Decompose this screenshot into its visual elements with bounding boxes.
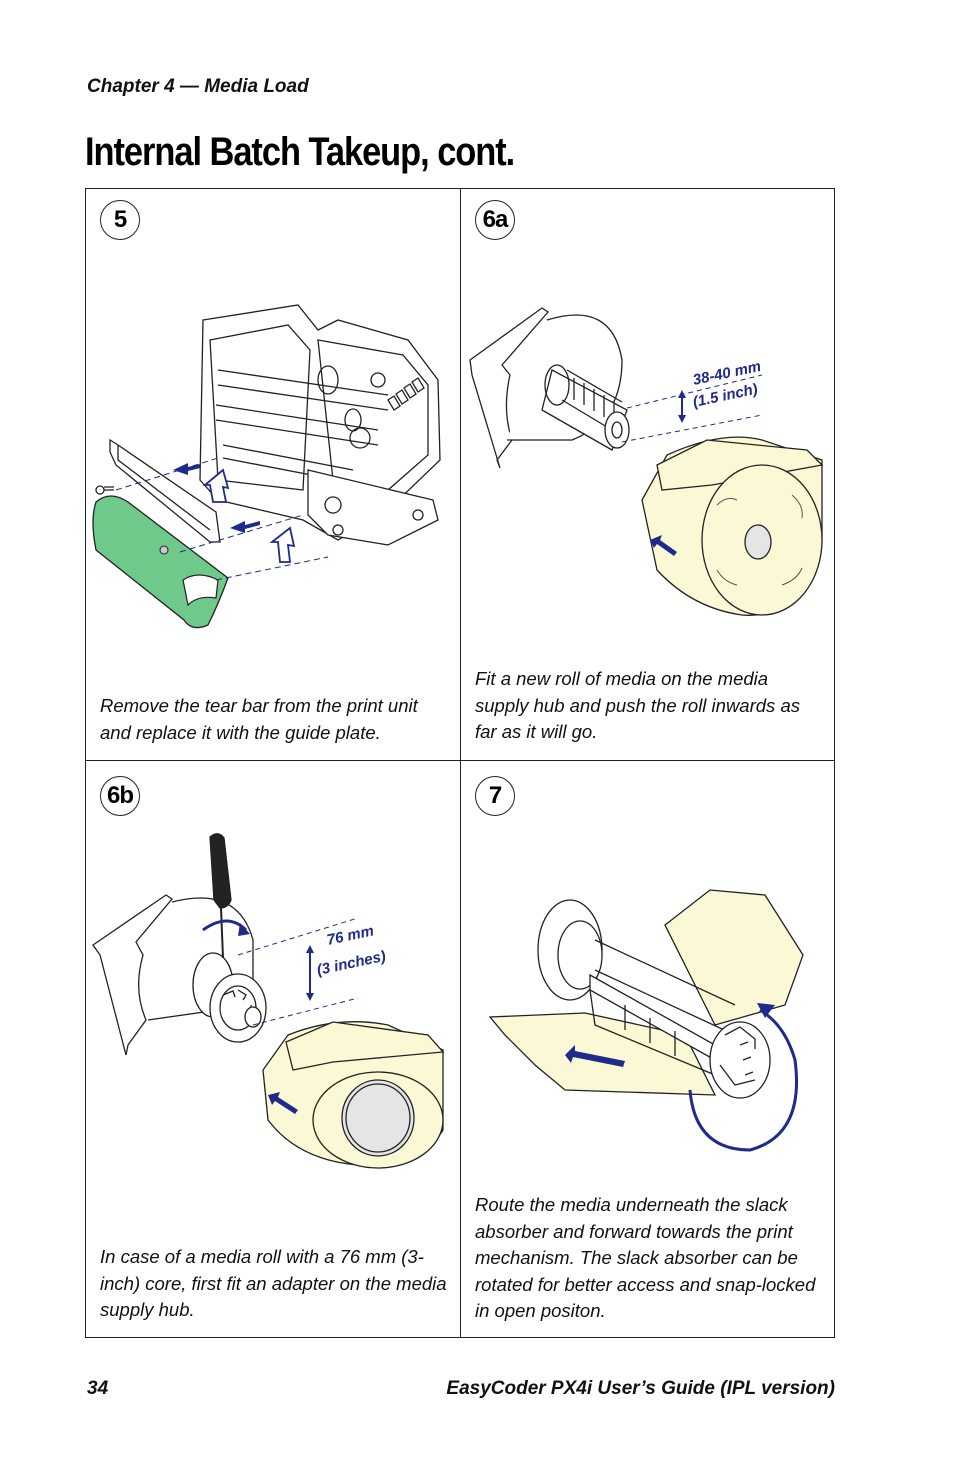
step-7-number: 7 (475, 776, 515, 816)
slack-absorber-illustration (488, 889, 804, 1152)
step-5-number: 5 (100, 200, 140, 240)
dim-6b-mm: 76 mm (325, 922, 375, 949)
media-supply-hub-illustration: 38-40 mm (1.5 inch) (469, 307, 824, 616)
step-6b-caption: In case of a media roll with a 76 mm (3-… (100, 1246, 447, 1320)
step-6b-number: 6b (100, 776, 140, 816)
grid-vertical-divider (460, 188, 461, 1338)
guide-title: EasyCoder PX4i User’s Guide (IPL version… (446, 1378, 835, 1399)
print-unit-illustration (92, 304, 441, 629)
step-7-caption: Route the media underneath the slack abs… (475, 1194, 816, 1321)
step-6a-number: 6a (475, 200, 515, 240)
page-number: 34 (87, 1378, 109, 1399)
step-6a-caption: Fit a new roll of media on the media sup… (475, 668, 800, 742)
chapter-header: Chapter 4 — Media Load (87, 76, 309, 97)
dim-6b-inch: (3 inches) (315, 948, 387, 979)
hub-adapter-illustration: 76 mm (3 inches) (92, 833, 445, 1169)
page-title: Internal Batch Takeup, cont. (85, 130, 515, 174)
grid-horizontal-divider (85, 760, 835, 761)
step-5-caption: Remove the tear bar from the print unit … (100, 695, 418, 743)
